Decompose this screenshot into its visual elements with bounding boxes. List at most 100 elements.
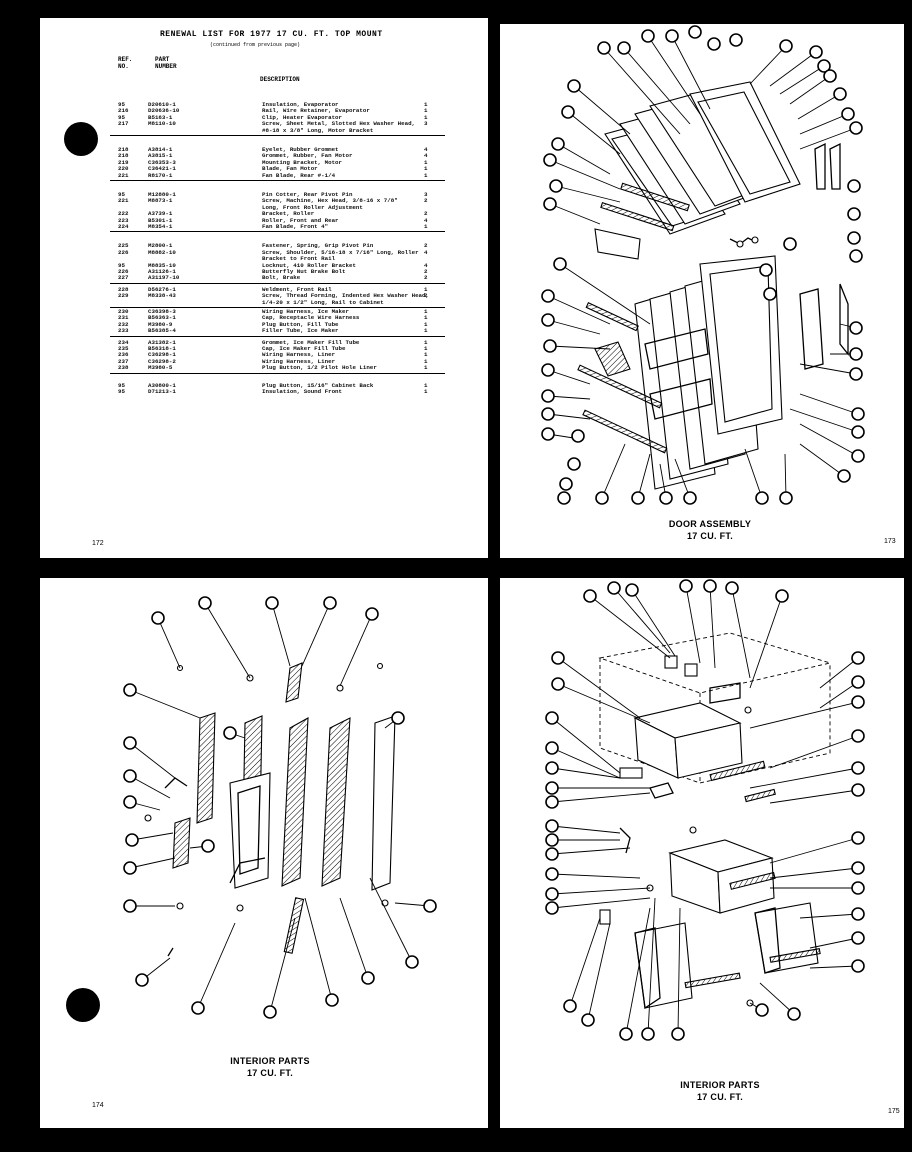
cell-part: M12880-1 [148, 191, 176, 198]
cell-ref: 95 [118, 191, 125, 198]
leader-line [674, 458, 691, 499]
callout-bubble [851, 831, 865, 845]
callout-bubble [545, 711, 559, 725]
cell-desc: Mounting Bracket, Motor [262, 158, 343, 166]
callout-bubble [641, 1027, 655, 1041]
cell-ref: 229 [118, 292, 129, 300]
cell-desc: Fastener, Spring, Grip Pivot Pin [262, 242, 374, 250]
callout-bubble [549, 179, 563, 193]
binder-hole [64, 122, 98, 156]
cell-part: C36298-1 [148, 351, 176, 359]
leader-line [197, 922, 236, 1009]
door-shelf-bars [577, 302, 668, 454]
cell-ref: 233 [118, 327, 129, 335]
leader-line [799, 443, 845, 477]
leader-line [809, 965, 859, 969]
cell-desc: Fan Blade, Front 4" [262, 223, 329, 230]
callout-bubble [559, 477, 573, 491]
leader-line [551, 717, 621, 774]
callout-bubble [423, 899, 437, 913]
column-header-part: PART NUMBER [155, 56, 177, 70]
callout-bubble [847, 231, 861, 245]
callout-bubble [847, 179, 861, 193]
cell-desc: Wiring Harness, Liner [262, 351, 336, 359]
callout-bubble [759, 263, 773, 277]
callout-bubble [679, 579, 693, 593]
callout-bubble [551, 651, 565, 665]
cell-desc: Filler Tube, Ice Maker [262, 327, 339, 335]
callout-bubble [641, 29, 655, 43]
cell-qty: 2 [424, 292, 428, 300]
cell-part: B56363-1 [148, 314, 176, 322]
parts-list-page: RENEWAL LIST FOR 1977 17 CU. FT. TOP MOU… [40, 18, 488, 558]
cell-ref: 224 [118, 223, 129, 230]
cell-desc: Screw, Sheet Metal, Slotted Hex Washer H… [262, 120, 416, 128]
cell-part: C36298-2 [148, 357, 176, 365]
leader-line [779, 65, 825, 95]
page-number: 173 [884, 538, 896, 545]
leader-line [819, 657, 859, 689]
callout-bubble [849, 367, 863, 381]
callout-bubble [125, 833, 139, 847]
callout-bubble [123, 736, 137, 750]
interior-parts-page-right: INTERIOR PARTS 17 CU. FT. 175 [500, 578, 904, 1128]
cell-part: M8338-43 [148, 292, 176, 300]
callout-bubble [571, 429, 585, 443]
leader-line [769, 735, 859, 769]
cell-qty: 1 [424, 113, 428, 121]
crisper-pans [634, 902, 821, 1010]
leader-line [625, 907, 651, 1035]
cell-part: M8835-10 [148, 261, 176, 269]
interior-parts-diagram-left [123, 596, 437, 1019]
leader-line [547, 395, 591, 400]
leader-line [129, 742, 176, 779]
leader-line [589, 595, 671, 659]
cell-part: D56276-1 [148, 285, 176, 293]
callout-bubble [823, 69, 837, 83]
callout-bubble [779, 39, 793, 53]
leader-line [549, 159, 621, 190]
cell-part: A3815-1 [148, 152, 173, 160]
cell-ref: 95 [118, 113, 125, 121]
callout-bubble [607, 581, 621, 595]
leader-line [339, 613, 373, 687]
callout-bubble [265, 596, 279, 610]
cell-desc: Weldment, Front Rail [262, 285, 332, 293]
door-assembly-caption-1: DOOR ASSEMBLY [668, 519, 752, 529]
cell-ref: 221 [118, 197, 129, 205]
leader-line [129, 857, 176, 869]
cell-qty: 1 [424, 223, 428, 230]
cell-ref: 223 [118, 216, 129, 224]
leader-line [551, 887, 651, 895]
callout-bubble [223, 726, 237, 740]
leader-line [797, 93, 841, 120]
callout-bubble [809, 45, 823, 59]
cell-qty: 1 [424, 388, 428, 395]
cell-ref: 227 [118, 274, 129, 282]
callout-bubble [729, 33, 743, 47]
cell-qty: 1 [424, 327, 428, 335]
cell-part: A31126-1 [148, 268, 176, 275]
callout-bubble [851, 425, 865, 439]
page-number: 174 [92, 1102, 104, 1109]
leader-line [551, 873, 641, 879]
callout-bubble [198, 596, 212, 610]
cell-part: M2800-1 [148, 242, 173, 250]
cell-ref: 216 [118, 107, 129, 115]
cell-desc: Screw, Thread Forming, Indented Hex Wash… [262, 292, 429, 300]
cell-desc: Roller, Front and Rear [262, 216, 339, 224]
cell-ref: 226 [118, 268, 129, 275]
cell-desc: Butterfly Nut Brake Bolt [262, 268, 346, 275]
callout-bubble [779, 491, 793, 505]
cell-qty: 4 [424, 216, 428, 224]
cell-ref: 238 [118, 364, 129, 372]
cell-desc: Clip, Heater Evaporator [262, 113, 343, 121]
cell-part: R8170-1 [148, 171, 173, 179]
callout-bubble [263, 1005, 277, 1019]
leader-line [819, 681, 859, 709]
leader-line [637, 453, 651, 499]
callout-bubble [683, 491, 697, 505]
leader-line [789, 408, 859, 433]
cell-ref: 228 [118, 285, 129, 293]
callout-bubble [665, 29, 679, 43]
